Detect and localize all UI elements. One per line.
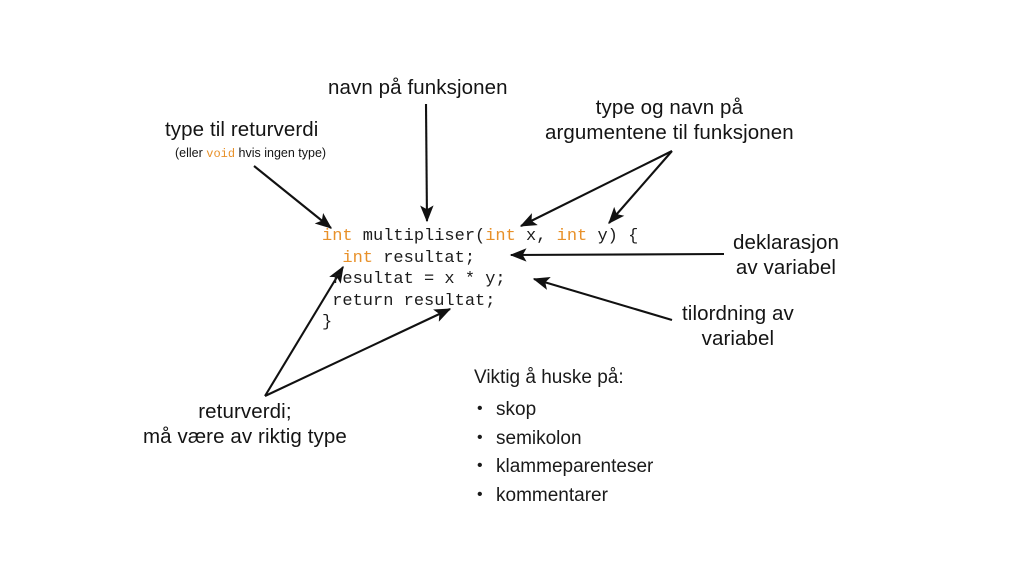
code-keyword: int bbox=[556, 227, 588, 246]
code-block: int multipliser(int x, int y) { int resu… bbox=[322, 226, 638, 334]
code-text: resultat; bbox=[373, 248, 476, 268]
annotation-function-name-line1: navn på funksjonen bbox=[328, 76, 508, 99]
code-line: int resultat; bbox=[322, 248, 638, 270]
annotation-assignment: tilordning av variabel bbox=[682, 302, 794, 351]
annotation-arguments: type og navn på argumentene til funksjon… bbox=[545, 96, 794, 145]
annotation-declaration-line1: deklarasjon bbox=[733, 231, 839, 254]
annotation-declaration-line2: av variabel bbox=[735, 255, 837, 279]
annotation-declaration: deklarasjon av variabel bbox=[733, 231, 839, 280]
code-keyword: int bbox=[485, 227, 516, 246]
annotation-return-type-keyword: void bbox=[206, 146, 236, 161]
arrow-arguments-to-first-param bbox=[519, 150, 673, 227]
code-text: resultat = x * y; bbox=[322, 270, 506, 289]
checklist: Viktig å huske på: skopsemikolonklammepa… bbox=[474, 367, 653, 510]
code-line: return resultat; bbox=[322, 291, 638, 313]
code-text: multipliser( bbox=[352, 227, 486, 246]
annotation-arguments-line1: type og navn på bbox=[595, 96, 744, 119]
arrow-return-type-to-int bbox=[253, 165, 332, 229]
code-line: } bbox=[322, 312, 638, 334]
annotation-return-type-sub-before: (eller bbox=[175, 145, 207, 160]
checklist-item: klammeparenteser bbox=[474, 452, 653, 482]
annotation-assignment-line2: variabel bbox=[701, 326, 775, 350]
annotation-return-type: type til returverdi (eller void hvis ing… bbox=[165, 118, 326, 161]
checklist-item: kommentarer bbox=[474, 481, 653, 511]
annotation-return-value-line2: må være av riktig type bbox=[143, 424, 347, 448]
annotation-arguments-line2: argumentene til funksjonen bbox=[545, 120, 794, 144]
annotation-return-type-title: type til returverdi bbox=[165, 118, 319, 141]
code-keyword: int bbox=[322, 227, 353, 246]
code-line: int multipliser(int x, int y) { bbox=[322, 226, 638, 248]
code-text: y) { bbox=[587, 227, 639, 246]
annotation-return-value: returverdi; må være av riktig type bbox=[143, 400, 347, 449]
annotation-assignment-line1: tilordning av bbox=[682, 302, 794, 325]
annotation-function-name: navn på funksjonen bbox=[328, 76, 508, 101]
code-text: x, bbox=[515, 227, 557, 246]
annotation-return-type-sub-after: hvis ingen type) bbox=[235, 145, 327, 160]
checklist-item: semikolon bbox=[474, 424, 653, 454]
code-keyword: int bbox=[342, 248, 374, 268]
checklist-list: skopsemikolonklammeparenteserkommentarer bbox=[474, 395, 653, 511]
checklist-item: skop bbox=[474, 395, 653, 425]
annotation-return-type-subtitle: (eller void hvis ingen type) bbox=[175, 146, 326, 161]
arrow-function-name-to-identifier bbox=[420, 103, 434, 223]
code-text: } bbox=[322, 313, 333, 332]
code-text: return resultat; bbox=[322, 291, 496, 311]
annotation-return-value-line1: returverdi; bbox=[198, 400, 292, 423]
checklist-heading: Viktig å huske på: bbox=[474, 367, 624, 388]
code-text bbox=[322, 249, 342, 268]
arrow-arguments-to-second-param bbox=[608, 150, 673, 224]
code-line: resultat = x * y; bbox=[322, 269, 638, 291]
